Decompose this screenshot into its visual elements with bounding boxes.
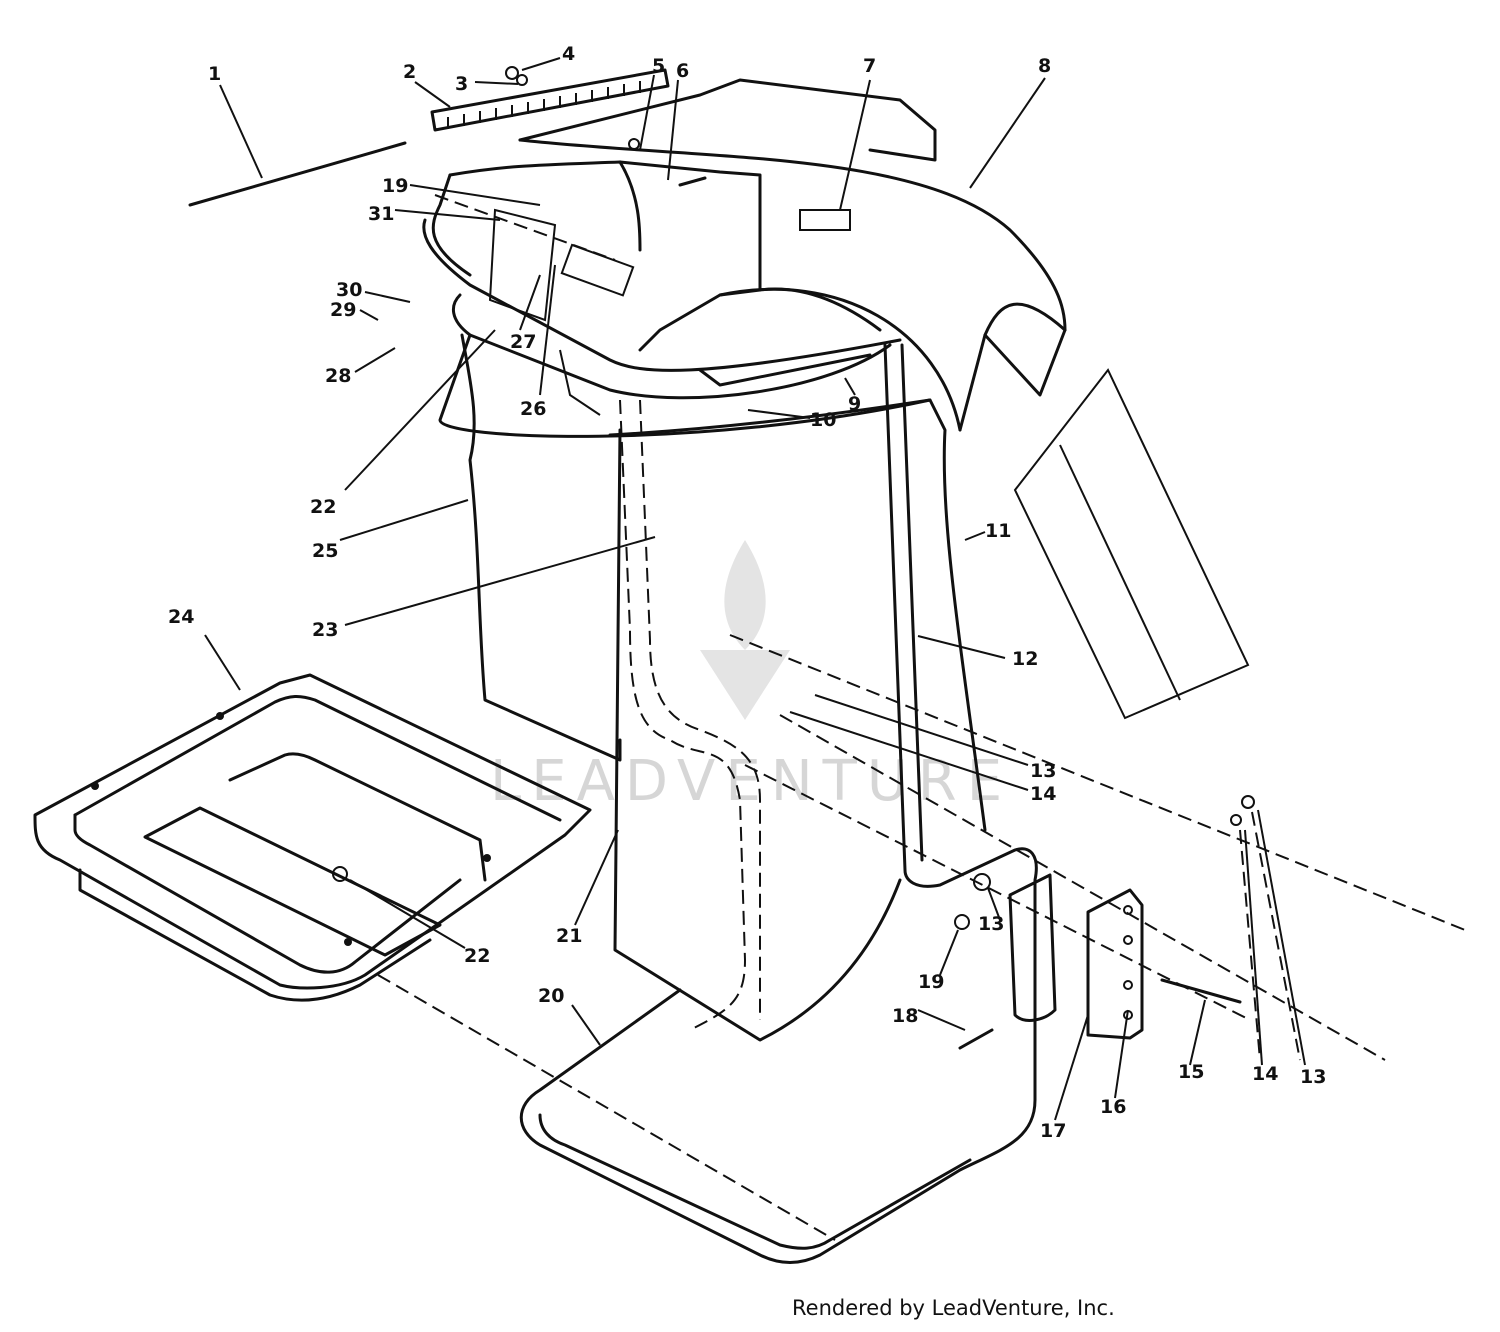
pin [678,176,707,187]
callout-20: 20 [538,985,564,1007]
callout-6: 6 [676,60,689,82]
callout-23: 23 [312,619,338,641]
callout-31: 31 [368,203,394,225]
hinge-strip [430,68,670,132]
callout-11: 11 [985,520,1011,542]
nut-right [973,873,991,891]
callout-3: 3 [455,73,468,95]
decal [799,209,851,231]
callout-10: 10 [810,409,836,431]
callout-17: 17 [1040,1120,1066,1142]
side-panel-fold [1059,444,1181,701]
hinge-bracket [1008,873,1057,1022]
callout-14b: 14 [1252,1063,1278,1085]
leader-lines [204,57,1306,1121]
render-credit: Rendered by LeadVenture, Inc. [792,1296,1115,1320]
bracket [1086,888,1144,1040]
callout-5: 5 [652,55,665,77]
washer-right [1230,814,1242,826]
bolt-short [958,1028,994,1050]
callout-29: 29 [330,299,356,321]
callout-9: 9 [848,393,861,415]
callout-13c: 13 [1300,1066,1326,1088]
screw [628,138,640,150]
callout-19b: 19 [382,175,408,197]
grass-bag [460,333,987,1042]
callout-13a: 13 [1030,760,1056,782]
frame-tube [519,343,1038,1264]
callout-26: 26 [520,398,546,420]
callout-27: 27 [510,331,536,353]
rod [188,141,407,207]
bolt [1160,978,1242,1004]
bag-lid [422,160,902,372]
latch-bracket [488,208,557,322]
callout-12: 12 [1012,648,1038,670]
alignment-lines [377,194,1466,1241]
callout-25: 25 [312,540,338,562]
washer [516,74,528,86]
callout-24: 24 [168,606,194,628]
callout-labels: 1 2 3 4 5 6 7 8 9 10 11 12 13 14 13 13 1… [168,43,1326,1142]
callout-1: 1 [208,63,221,85]
side-panel [1013,368,1250,720]
callout-14a: 14 [1030,783,1056,805]
callout-21: 21 [556,925,582,947]
callout-28: 28 [325,365,351,387]
callout-7: 7 [863,55,876,77]
frame-ring [438,293,932,438]
nut [505,66,519,80]
collection-pan [33,673,592,1002]
callout-13b: 13 [978,913,1004,935]
callout-16: 16 [1100,1096,1126,1118]
callout-15: 15 [1178,1061,1204,1083]
nut-far [1241,795,1255,809]
callout-2: 2 [403,61,416,83]
knob [332,866,348,882]
callout-8: 8 [1038,55,1051,77]
latch-plate [560,243,635,297]
callout-22a: 22 [310,496,336,518]
watermark: LEADVENTURE [490,540,1002,814]
callout-30: 30 [336,279,362,301]
callout-19a: 19 [918,971,944,993]
callout-4: 4 [562,43,575,65]
callout-18: 18 [892,1005,918,1027]
callout-22b: 22 [464,945,490,967]
nut-left [954,914,970,930]
